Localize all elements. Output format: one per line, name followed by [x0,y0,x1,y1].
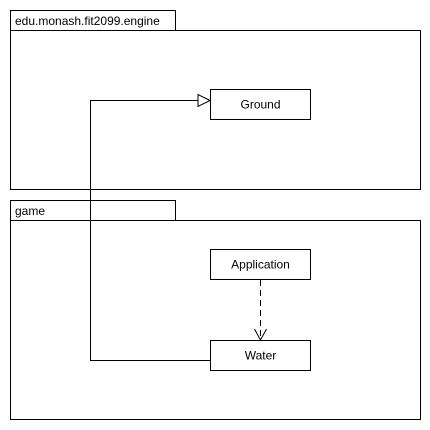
package-game-label: game [15,204,45,218]
class-ground-box [210,89,311,120]
class-water[interactable]: Water [210,340,311,371]
class-application-label: Application [231,258,290,272]
package-game[interactable]: game [10,200,421,420]
generalization-edge[interactable] [90,93,212,361]
class-application-box [210,249,311,280]
class-water-box [210,340,311,371]
class-ground[interactable]: Ground [210,89,311,120]
class-application[interactable]: Application [210,249,311,280]
class-ground-label: Ground [240,98,280,112]
generalization-line [90,100,210,361]
package-engine-label: edu.monash.fit2099.engine [15,14,160,28]
class-water-label: Water [245,349,277,363]
generalization-arrowhead [197,93,212,108]
